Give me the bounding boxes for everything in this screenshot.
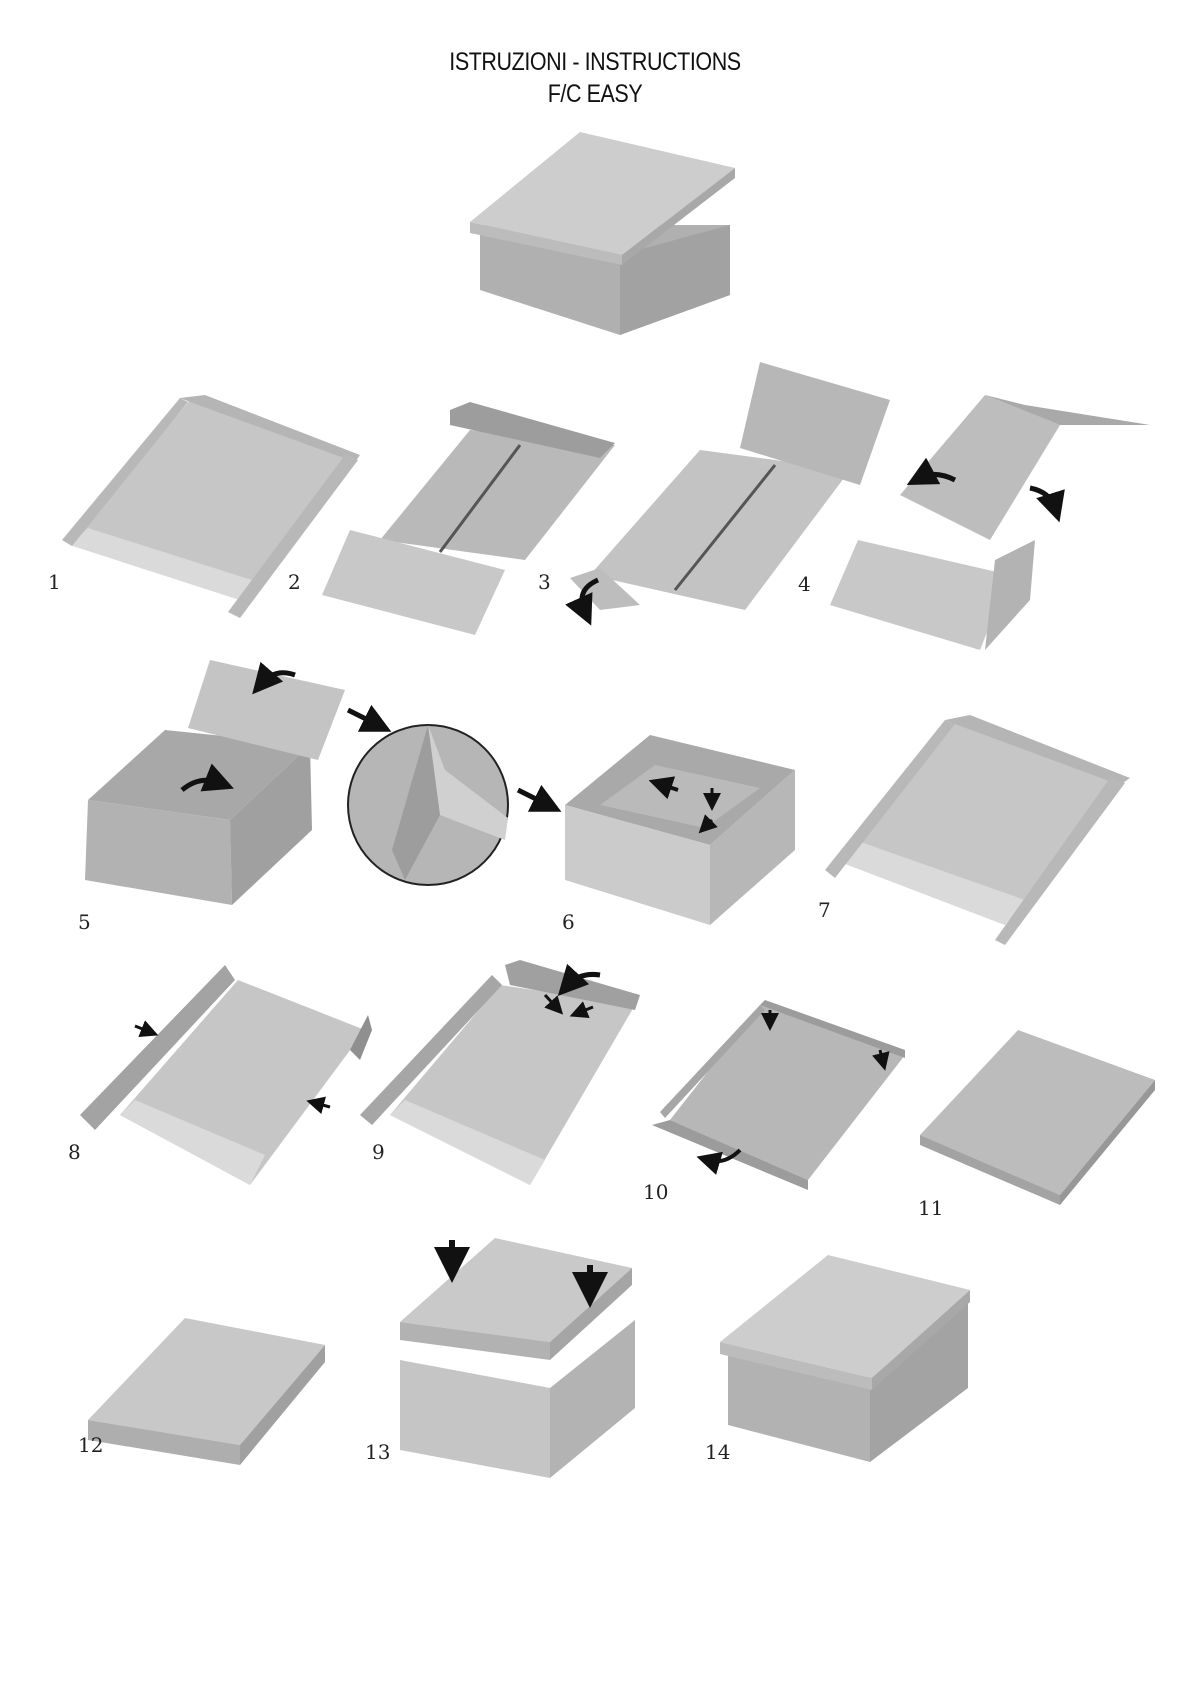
step-13-illustration <box>400 1238 635 1478</box>
step-7-illustration <box>825 715 1130 945</box>
corner-detail-illustration <box>347 724 562 886</box>
step-number: 10 <box>643 1180 669 1204</box>
step-number: 5 <box>78 910 91 934</box>
step-6-illustration <box>565 735 795 925</box>
page-subtitle: F/C EASY <box>547 80 643 108</box>
page-title: ISTRUZIONI - INSTRUCTIONS <box>449 48 741 76</box>
step-number: 1 <box>48 570 61 594</box>
step-2-illustration <box>322 402 615 635</box>
step-number: 14 <box>705 1440 731 1464</box>
step-number: 12 <box>78 1433 104 1457</box>
step-number: 3 <box>538 570 551 594</box>
step-12-illustration <box>88 1318 325 1465</box>
step-10-illustration <box>652 1000 905 1190</box>
step-11-illustration <box>920 1030 1155 1205</box>
step-number: 11 <box>918 1196 944 1220</box>
step-4-illustration <box>830 395 1150 650</box>
step-number: 7 <box>818 898 831 922</box>
step-number: 6 <box>562 910 575 934</box>
step-8-illustration <box>80 965 372 1185</box>
step-number: 2 <box>288 570 301 594</box>
step-number: 13 <box>365 1440 391 1464</box>
step-5-illustration <box>85 660 392 905</box>
step-number: 8 <box>68 1140 81 1164</box>
step-9-illustration <box>360 960 640 1185</box>
assembled-box-illustration <box>470 132 735 335</box>
step-3-illustration <box>565 362 890 626</box>
step-14-illustration <box>720 1255 970 1462</box>
step-number: 4 <box>798 572 811 596</box>
step-number: 9 <box>372 1140 385 1164</box>
step-1-illustration <box>62 395 360 618</box>
